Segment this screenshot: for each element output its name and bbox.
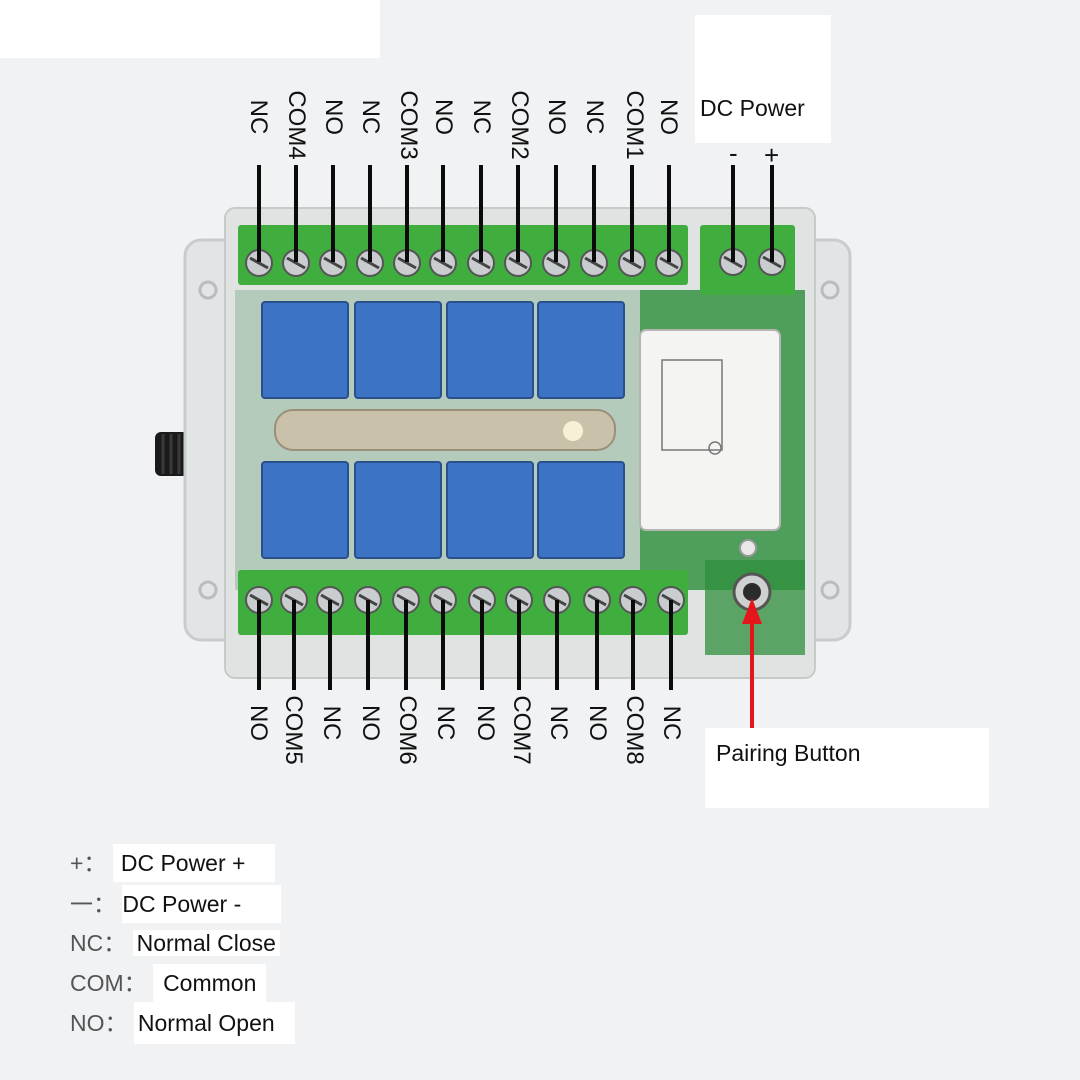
module-sticker xyxy=(639,329,781,531)
legend-value: Normal Close xyxy=(132,930,280,956)
terminal-label-bottom: NC xyxy=(545,705,572,741)
legend-value: DC Power + xyxy=(112,844,276,882)
dc-power-minus-label: - xyxy=(729,138,738,168)
relay-row-top xyxy=(261,301,625,399)
legend-value: DC Power - xyxy=(122,885,282,923)
terminal-label-bottom: NO xyxy=(584,705,611,741)
legend-row-no: NO： Normal Open xyxy=(70,1002,295,1044)
terminal-label-bottom: NC xyxy=(432,705,459,741)
pairing-arrow xyxy=(742,598,762,728)
legend-key: NO： xyxy=(70,1010,128,1036)
legend-value: Common xyxy=(153,964,267,1002)
relay-row-bottom xyxy=(261,461,625,559)
legend-key: COM： xyxy=(70,970,147,996)
pairing-button-label: Pairing Button xyxy=(716,740,861,766)
terminal-screw xyxy=(245,249,273,277)
legend-key: 一： xyxy=(70,891,116,917)
terminal-label-bottom: COM8 xyxy=(621,695,648,765)
terminal-label-bottom: NO xyxy=(472,705,499,741)
terminal-label-top: NO xyxy=(430,99,457,135)
legend-value: Normal Open xyxy=(133,1002,295,1044)
terminal-label-top: NC xyxy=(245,99,272,135)
legend-row-com: COM： Common xyxy=(70,964,267,1002)
dc-power-plus-label: + xyxy=(764,140,780,170)
terminal-label-top: COM2 xyxy=(506,90,533,160)
terminal-label-top: COM4 xyxy=(283,90,310,160)
terminal-block-bottom xyxy=(238,570,688,635)
terminal-label-top: NC xyxy=(581,99,608,135)
terminal-label-top: COM1 xyxy=(621,90,648,160)
terminal-screw xyxy=(429,249,457,277)
pairing-label-box xyxy=(705,728,989,808)
legend-row-nc: NC： Normal Close xyxy=(70,928,280,958)
terminal-label-bottom: COM6 xyxy=(394,695,421,765)
terminal-label-bottom: COM5 xyxy=(280,695,307,765)
terminal-block-top xyxy=(238,225,688,285)
pairing-button xyxy=(705,539,805,655)
legend-row-plus: +： DC Power + xyxy=(70,844,276,882)
legend-key: +： xyxy=(70,850,107,876)
dc-power-title: DC Power xyxy=(700,95,805,121)
terminal-label-bottom: NC xyxy=(658,705,685,741)
terminal-label-bottom: NO xyxy=(245,705,272,741)
legend-row-minus: 一： DC Power - xyxy=(70,885,282,923)
legend-key: NC： xyxy=(70,930,127,956)
terminal-label-top: COM3 xyxy=(395,90,422,160)
terminal-label-top: NC xyxy=(357,99,384,135)
terminal-label-top: NO xyxy=(320,99,347,135)
terminal-label-top: NO xyxy=(655,99,682,135)
terminal-label-bottom: NC xyxy=(318,705,345,741)
terminal-label-top: NO xyxy=(543,99,570,135)
terminal-screw xyxy=(504,249,532,277)
blank-panel xyxy=(0,0,380,58)
terminal-label-top: NC xyxy=(468,99,495,135)
terminal-label-bottom: COM7 xyxy=(508,695,535,765)
dc-power-label-box xyxy=(695,15,831,143)
terminal-label-bottom: NO xyxy=(357,705,384,741)
